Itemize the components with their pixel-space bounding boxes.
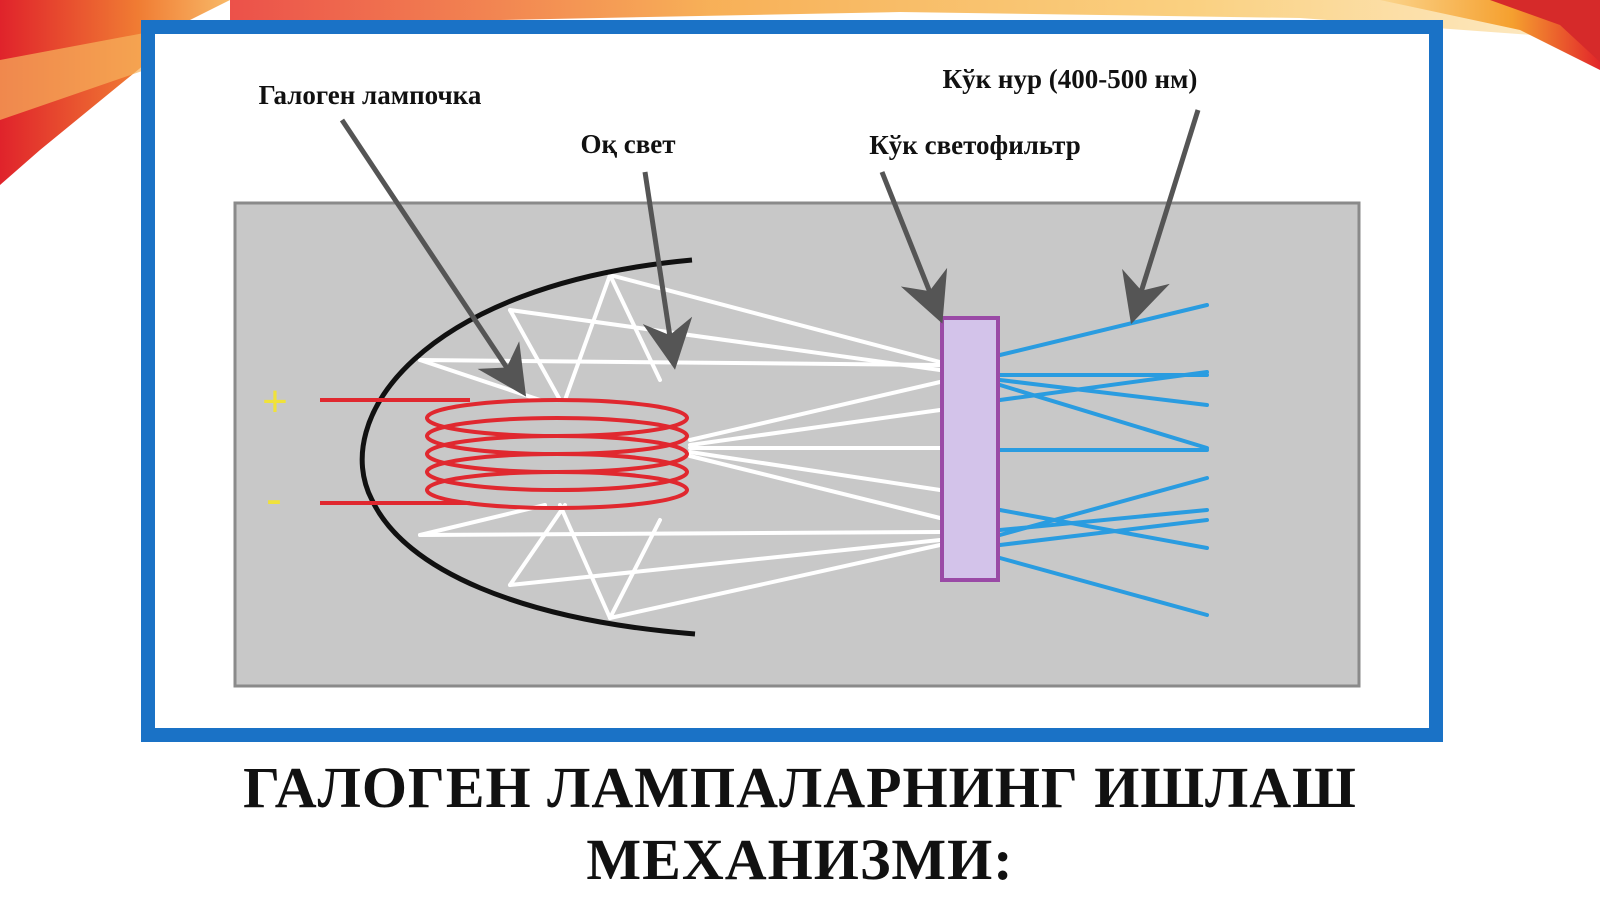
arrow-blue-light <box>1122 109 1201 325</box>
ribbon-right-dark <box>1490 0 1600 62</box>
label-blue-filter: Кўк светофильтр <box>869 130 1081 160</box>
ribbon-top <box>230 0 1600 40</box>
ribbon-left-light <box>0 30 160 120</box>
arrow-halogen-bulb <box>339 118 527 397</box>
arrow-blue-filter <box>879 171 948 324</box>
label-halogen-bulb: Галоген лампочка <box>259 80 482 110</box>
blue-filter <box>940 316 1000 582</box>
electrode-wires <box>320 398 470 505</box>
reflector <box>359 257 696 637</box>
callout-arrows <box>339 109 1201 397</box>
ribbon-left <box>0 0 230 185</box>
decorative-ribbons <box>0 0 1600 185</box>
blue-light-rays <box>998 303 1209 617</box>
slide-title-line-1: ГАЛОГЕН ЛАМПАЛАРНИНГ ИШЛАШ <box>243 755 1357 820</box>
arrow-white-light <box>642 171 693 370</box>
filament-coil <box>425 398 689 510</box>
slide-title-line-2: МЕХАНИЗМИ: <box>586 827 1014 892</box>
minus-terminal: - <box>266 473 282 526</box>
plus-terminal: + <box>262 377 288 426</box>
label-white-light: Оқ свет <box>580 129 675 159</box>
label-blue-light: Кўк нур (400-500 нм) <box>943 64 1198 94</box>
